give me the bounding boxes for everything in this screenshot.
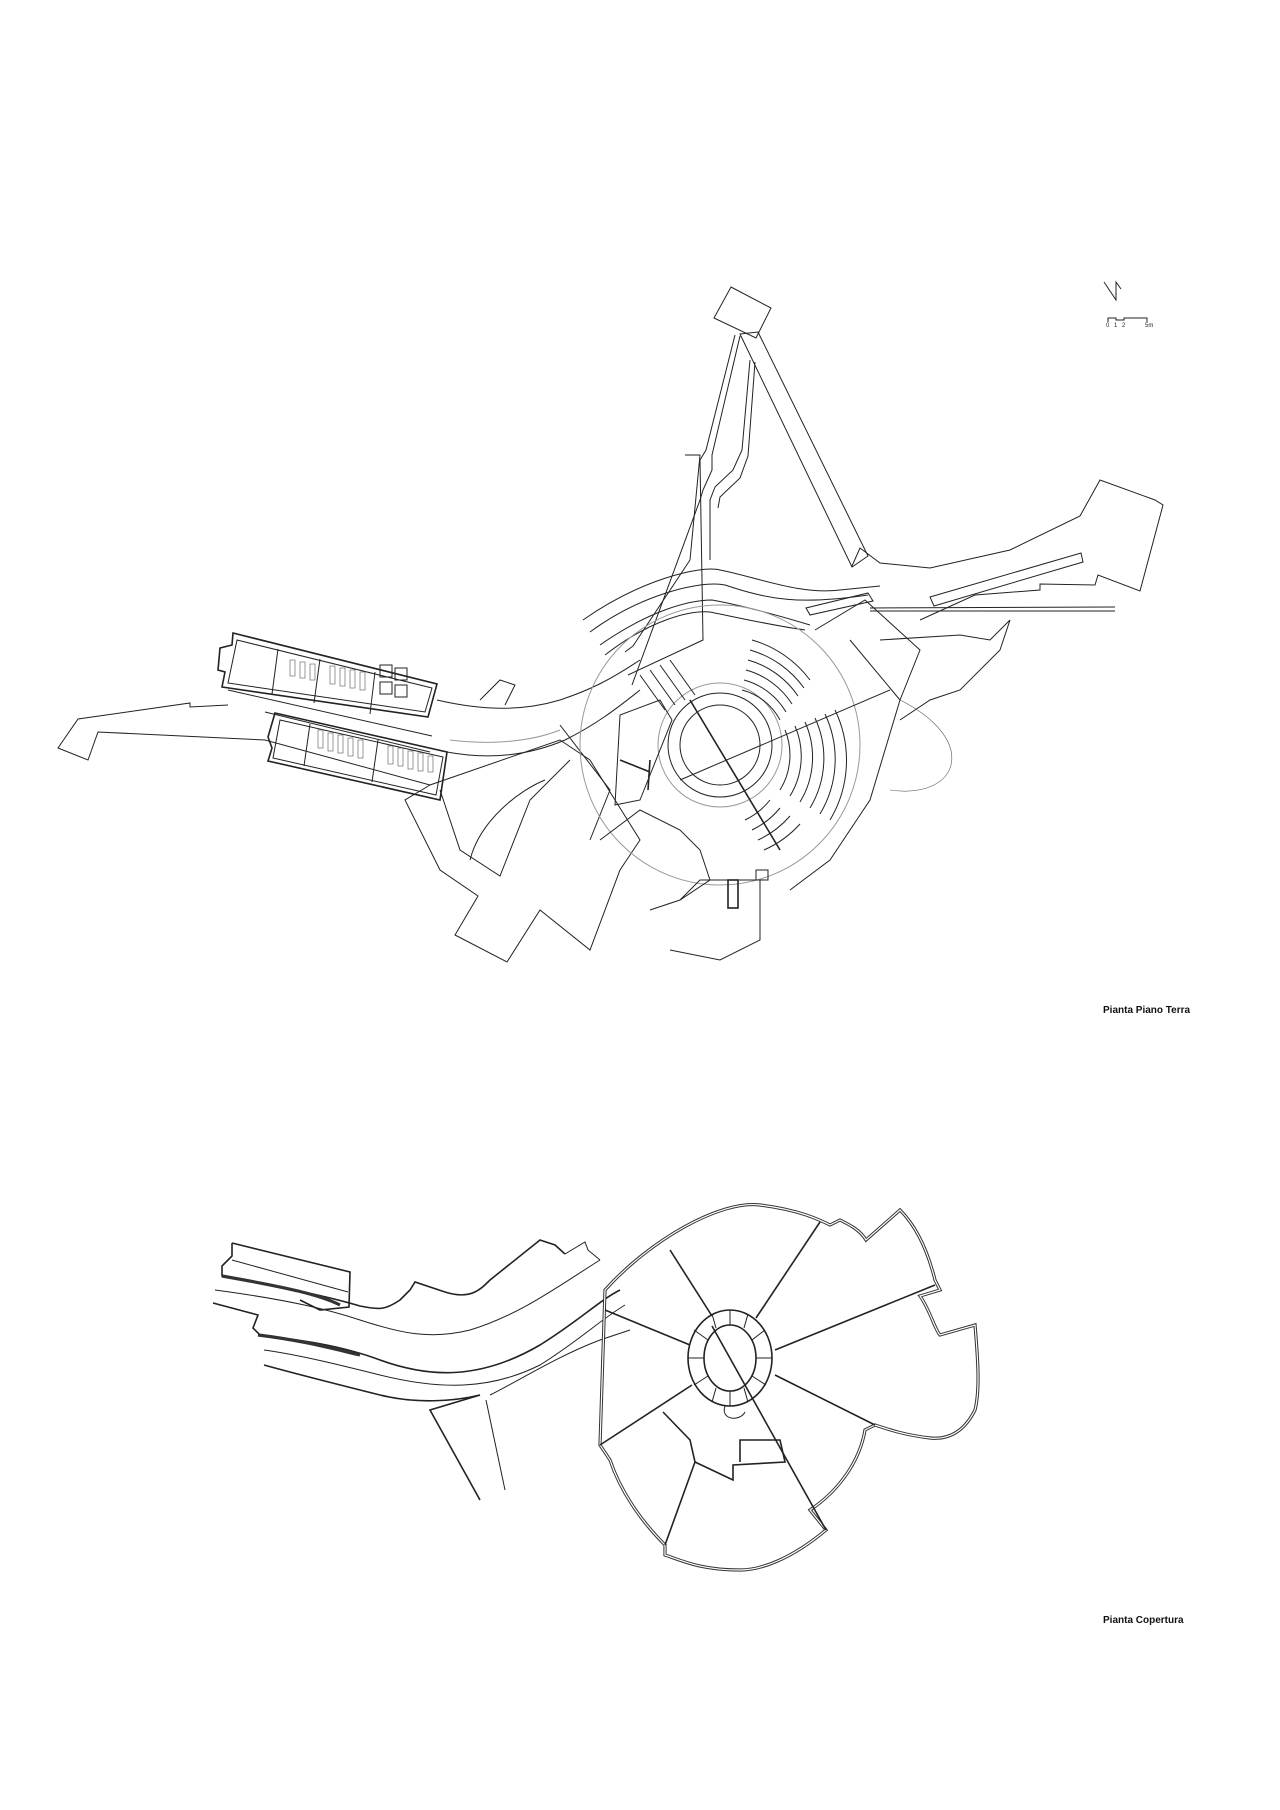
scale-tick-2: 2 [1122,323,1126,329]
roof-plan-caption: Pianta Copertura [1103,1615,1184,1626]
roof-strips [212,1239,631,1501]
scale-bar [1107,317,1148,322]
scale-tick-0: 0 [1106,323,1110,329]
site-outline [57,286,1164,786]
scale-tick-5m: 5m [1145,323,1154,329]
curved-corridor [436,659,641,757]
scale-tick-1: 1 [1114,323,1118,329]
radial-sectors [599,599,1011,961]
auditorium [579,604,891,886]
roof-disc [598,1203,980,1572]
south-wing [404,724,641,963]
ground-floor-caption: Pianta Piano Terra [1103,1005,1191,1016]
